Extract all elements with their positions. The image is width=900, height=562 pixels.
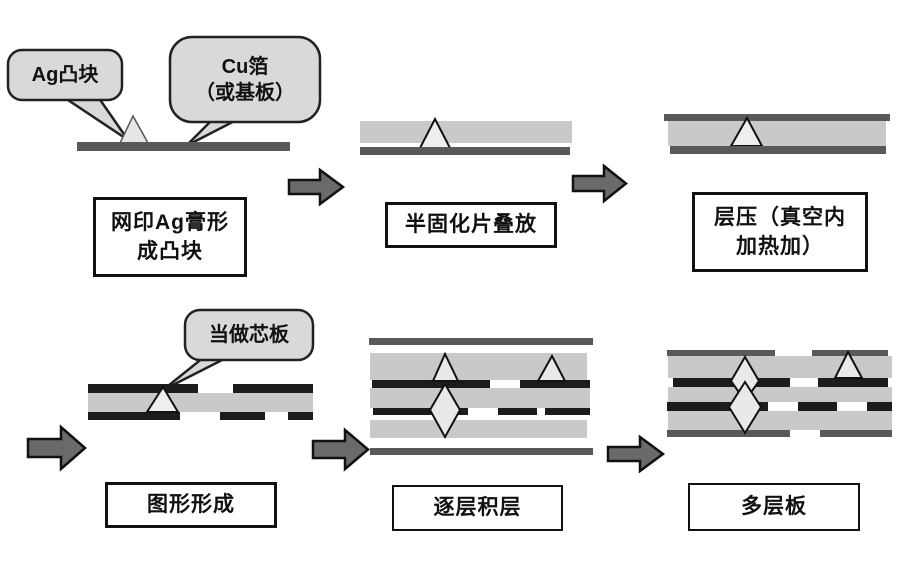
- prepreg-band: [370, 388, 590, 408]
- flow-arrow-icon: [606, 434, 666, 474]
- callout-core-board-bubble: [183, 308, 315, 362]
- prepreg-band: [88, 393, 313, 412]
- flow-arrow-icon: [571, 163, 629, 204]
- prepreg-band: [668, 121, 886, 146]
- flow-arrow-icon: [26, 424, 87, 472]
- conductor-segment: [233, 384, 313, 393]
- step-box-layer-by-layer-buildup: 逐层积层: [392, 485, 563, 531]
- prepreg-band: [370, 420, 587, 438]
- step5-label: 逐层积层: [433, 496, 522, 520]
- prepreg-band: [668, 387, 892, 402]
- step-box-pattern-formation: 图形形成: [105, 482, 277, 528]
- step3-graphic-laminated-panel: [664, 114, 890, 154]
- conductor-segment: [373, 408, 468, 415]
- ag-bump-triangle-icon: [431, 351, 460, 382]
- cu-foil-segment-bottom: [667, 430, 790, 437]
- cu-foil-bar-bottom: [370, 448, 593, 455]
- cu-foil-bar: [360, 147, 570, 155]
- step1-graphic-foil-with-bump: [77, 114, 290, 151]
- prepreg-band: [668, 356, 892, 378]
- conductor-segment: [798, 402, 837, 411]
- conductor-segment: [545, 408, 590, 415]
- conductor-segment: [818, 378, 888, 387]
- ag-bump-triangle-icon: [145, 385, 180, 413]
- step5-graphic-buildup-stack: [369, 338, 593, 455]
- ag-bump-triangle-icon: [833, 349, 864, 379]
- cu-foil-bar: [77, 142, 290, 151]
- step4-graphic-patterned-core: [88, 384, 313, 420]
- flow-arrow-icon: [311, 427, 370, 472]
- prepreg-band: [360, 121, 572, 143]
- conductor-segment: [520, 380, 590, 388]
- step6-graphic-multilayer-board: [667, 349, 892, 437]
- conductor-segment: [88, 384, 198, 393]
- conductor-segment: [498, 408, 537, 415]
- step2-label: 半固化片叠放: [405, 213, 537, 237]
- step-box-multilayer-board: 多层板: [688, 483, 860, 531]
- callout-ag-bump-bubble: [6, 48, 124, 102]
- step6-label: 多层板: [741, 495, 807, 519]
- cu-foil-segment-top: [667, 350, 775, 356]
- conductor-segment: [867, 402, 892, 411]
- step-box-prepreg-stacking: 半固化片叠放: [385, 202, 557, 248]
- step3-label-line1: 层压（真空内: [714, 205, 846, 229]
- conductor-segment: [667, 402, 768, 411]
- ag-bump-triangle-icon: [118, 114, 150, 144]
- step1-label-line2: 成凸块: [137, 240, 203, 263]
- conductor-segment: [372, 380, 490, 388]
- cu-foil-segment-top: [812, 350, 888, 356]
- conductor-segment: [220, 412, 265, 420]
- conductor-segment: [288, 412, 313, 420]
- cu-foil-bar-bottom: [670, 146, 886, 154]
- ag-bump-diamond-icon: [428, 381, 462, 440]
- flow-arrow-icon: [287, 167, 346, 207]
- ag-bump-diamond-icon: [727, 380, 763, 435]
- prepreg-band: [668, 411, 892, 430]
- callout-cu-foil-bubble: [168, 35, 322, 124]
- step2-graphic-prepreg-stack: [360, 116, 572, 155]
- cu-foil-bar-top: [369, 338, 593, 345]
- step4-label: 图形形成: [147, 493, 235, 517]
- step-box-lamination: 层压（真空内 加热加）: [692, 192, 868, 272]
- cu-foil-segment-bottom: [820, 430, 892, 437]
- conductor-segment: [88, 412, 180, 420]
- ag-bump-triangle-icon: [536, 353, 567, 382]
- step-box-screen-print-ag-paste: 网印Ag膏形 成凸块: [93, 197, 247, 277]
- step1-label-line1: 网印Ag膏形: [111, 210, 229, 234]
- cu-foil-bar-top: [664, 114, 890, 121]
- step3-label-line2: 加热加）: [736, 235, 824, 258]
